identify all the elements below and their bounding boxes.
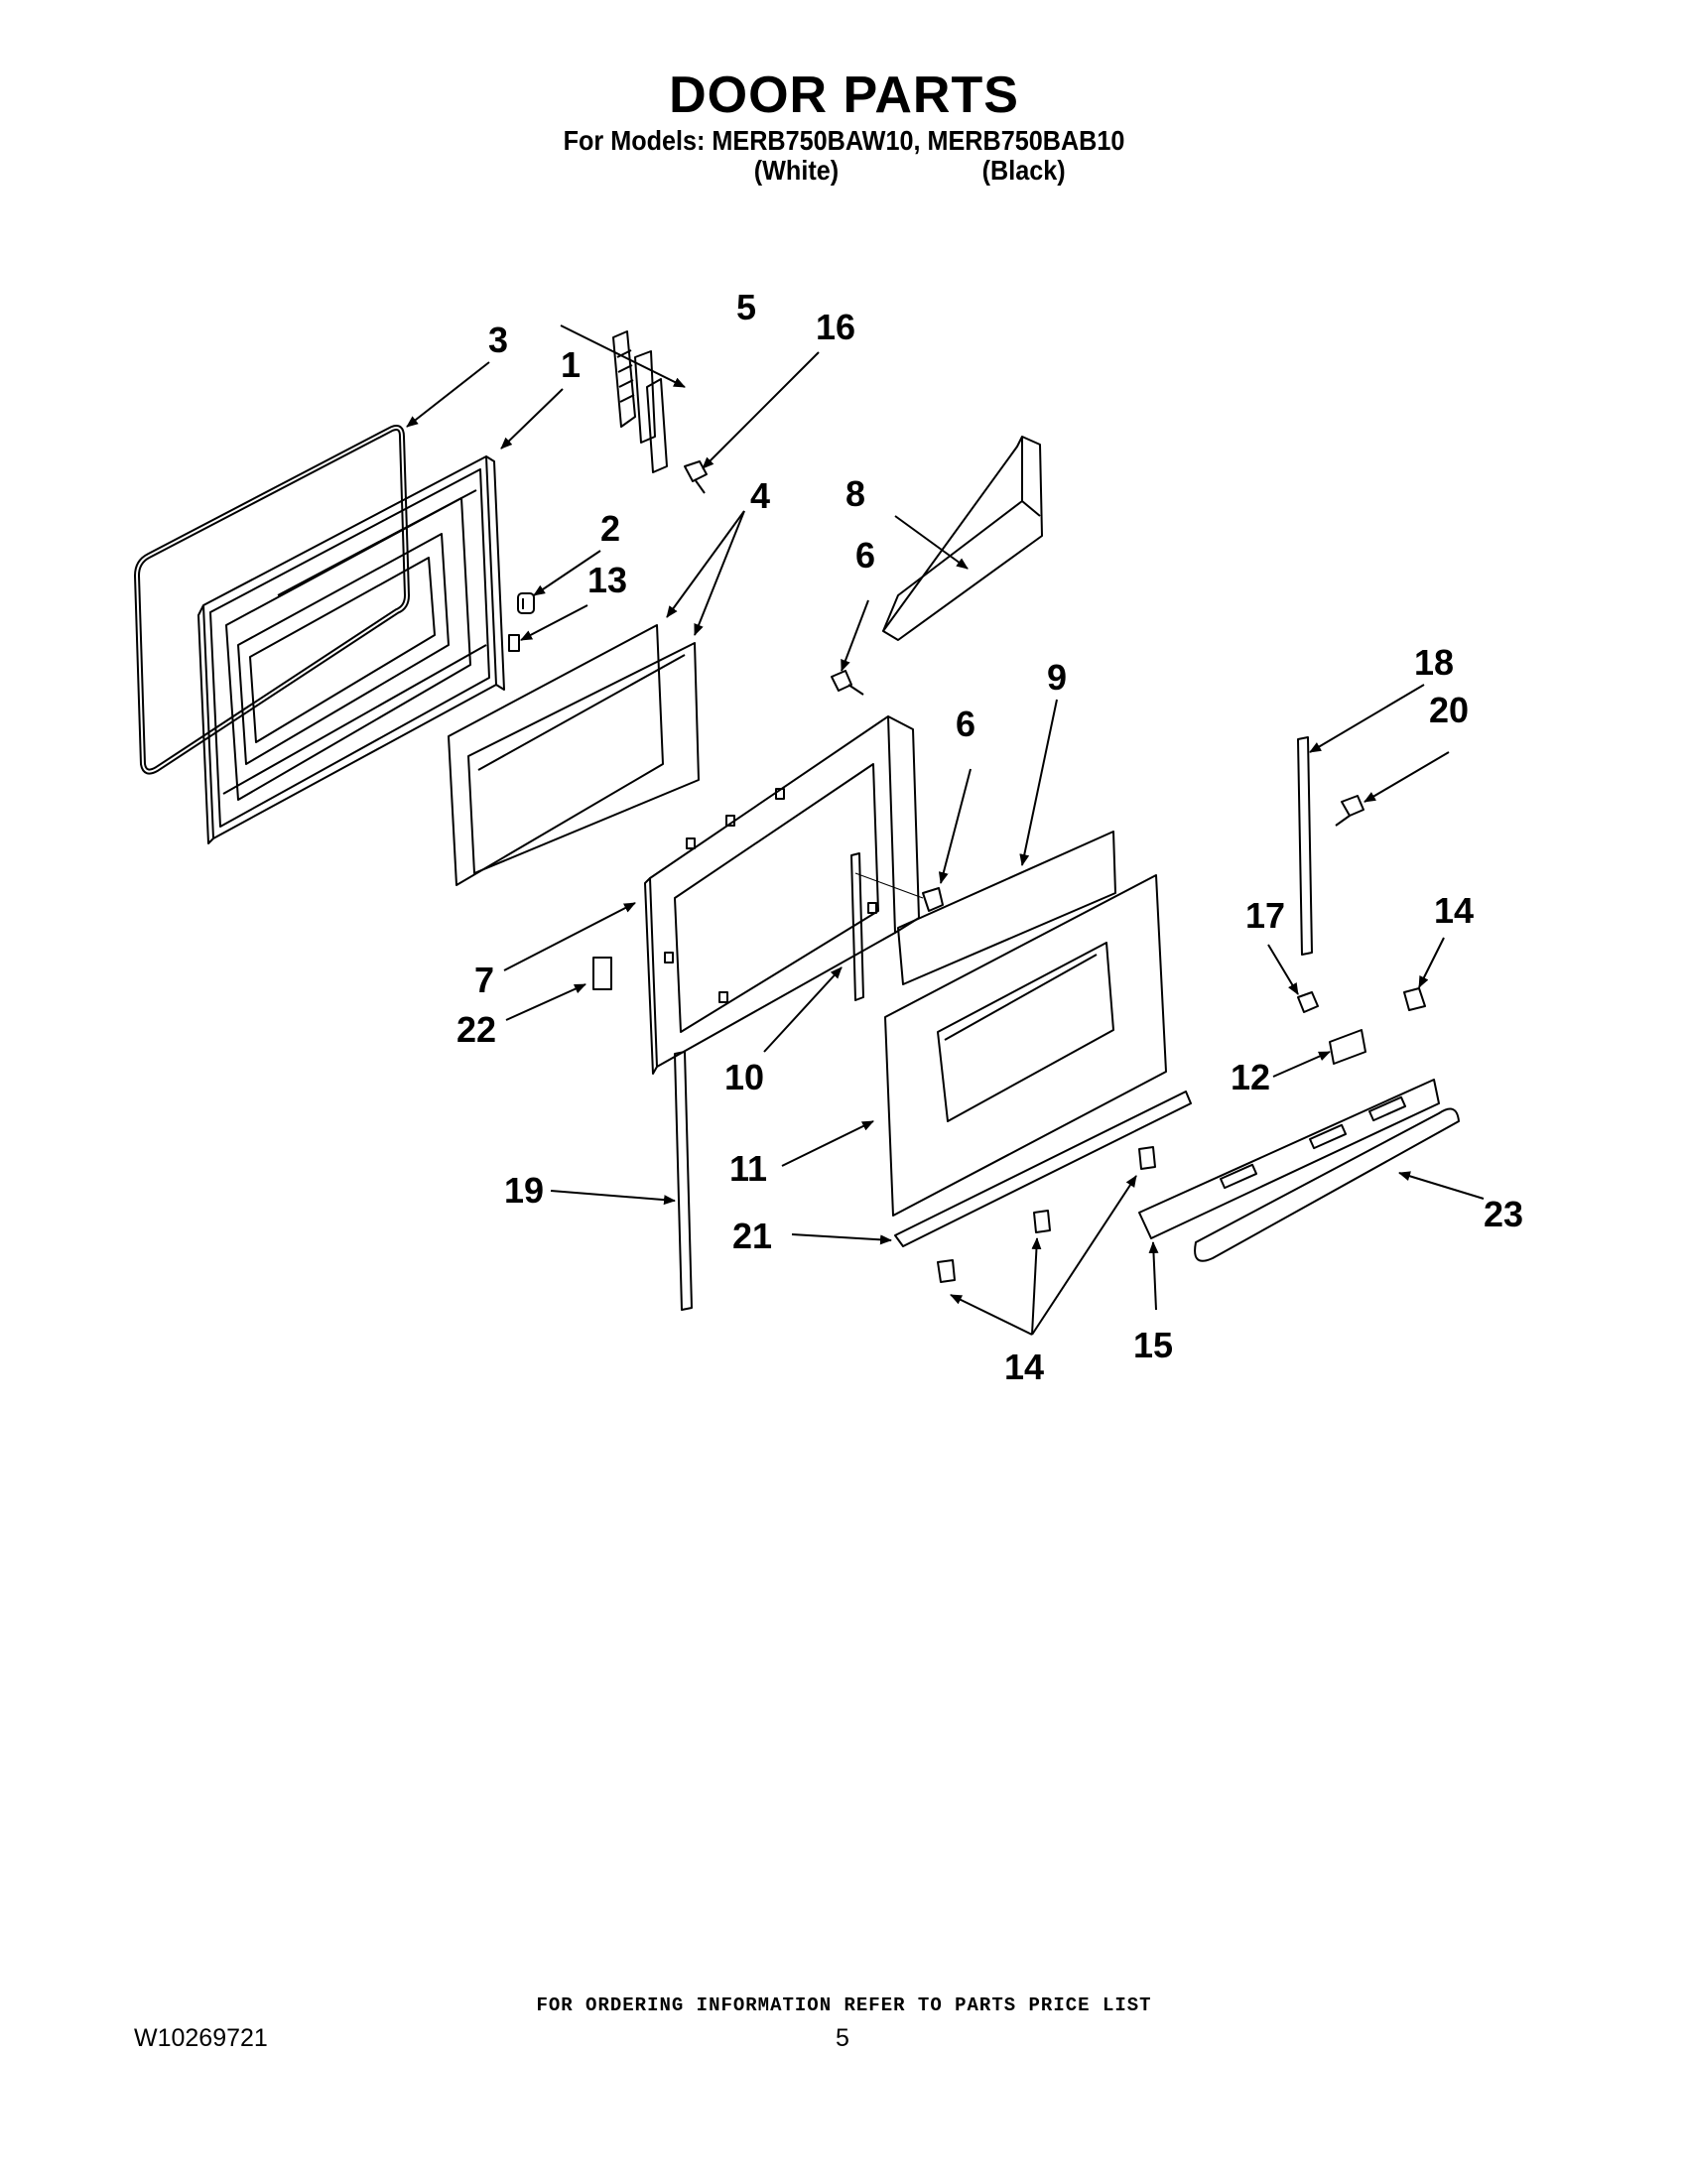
callout-16: 16	[816, 307, 855, 347]
callout-1: 1	[561, 344, 581, 385]
callout-22: 22	[456, 1009, 496, 1050]
part-5-hinge	[612, 330, 668, 473]
part-1-inner-door-panel	[197, 455, 505, 844]
callout-3: 3	[488, 320, 508, 360]
part-15-vent	[1138, 1079, 1440, 1239]
callout-6-lower: 6	[956, 704, 975, 744]
callout-18: 18	[1414, 642, 1454, 683]
part-4-glass-panes	[448, 624, 700, 886]
part-10-door-channel	[850, 852, 864, 1001]
part-3-door-gasket	[134, 425, 410, 775]
callout-14-lower: 14	[1004, 1347, 1044, 1387]
callout-11: 11	[729, 1148, 767, 1189]
callout-5: 5	[736, 287, 756, 327]
part-18-side-trim	[1297, 736, 1313, 956]
callout-15: 15	[1133, 1325, 1173, 1365]
callout-9: 9	[1047, 657, 1067, 698]
part-7-glass-pack-frame	[644, 715, 920, 1075]
variant-white-label: (White)	[753, 155, 840, 186]
callout-21: 21	[732, 1216, 772, 1256]
callout-17: 17	[1245, 895, 1285, 936]
part-21-bottom-trim	[894, 1091, 1192, 1247]
part-22-label	[592, 957, 612, 990]
leader-lines	[406, 324, 1485, 1336]
part-12-bracket	[1329, 1029, 1366, 1065]
callout-2: 2	[600, 508, 620, 549]
ordering-note: FOR ORDERING INFORMATION REFER TO PARTS …	[536, 1994, 1152, 2016]
variant-black-label: (Black)	[981, 155, 1066, 186]
callout-12: 12	[1231, 1057, 1270, 1097]
callout-6-upper: 6	[855, 535, 875, 576]
models-line: For Models: MERB750BAW10, MERB750BAB10	[563, 125, 1125, 156]
part-11-outer-door-panel	[884, 874, 1167, 1217]
part-17-screw	[1297, 991, 1319, 1013]
part-9-strip	[897, 831, 1116, 985]
callout-14-upper: 14	[1434, 890, 1474, 931]
part-23-handle	[1194, 1107, 1460, 1262]
callout-4: 4	[750, 475, 770, 516]
part-6-screw-lower	[854, 872, 944, 912]
part-20-screw	[1335, 795, 1364, 827]
page-number: 5	[836, 2024, 849, 2052]
callout-13: 13	[587, 560, 627, 600]
callout-19: 19	[504, 1170, 544, 1211]
part-2-bumper	[517, 592, 535, 614]
document-number: W10269721	[134, 2024, 268, 2052]
page-title: DOOR PARTS	[669, 66, 1019, 124]
part-6-screw-upper	[831, 670, 864, 696]
part-16-hinge-screw	[684, 460, 708, 494]
part-19-side-trim	[674, 1051, 693, 1311]
callout-20: 20	[1429, 690, 1469, 730]
callout-7: 7	[474, 960, 494, 1000]
callout-10: 10	[724, 1057, 764, 1097]
part-8-insulation	[882, 436, 1043, 641]
part-14-screws-lower	[937, 1146, 1156, 1283]
part-14-screw-upper	[1403, 987, 1426, 1011]
part-13-label	[508, 634, 520, 652]
callout-23: 23	[1484, 1194, 1523, 1234]
callout-8: 8	[845, 473, 865, 514]
